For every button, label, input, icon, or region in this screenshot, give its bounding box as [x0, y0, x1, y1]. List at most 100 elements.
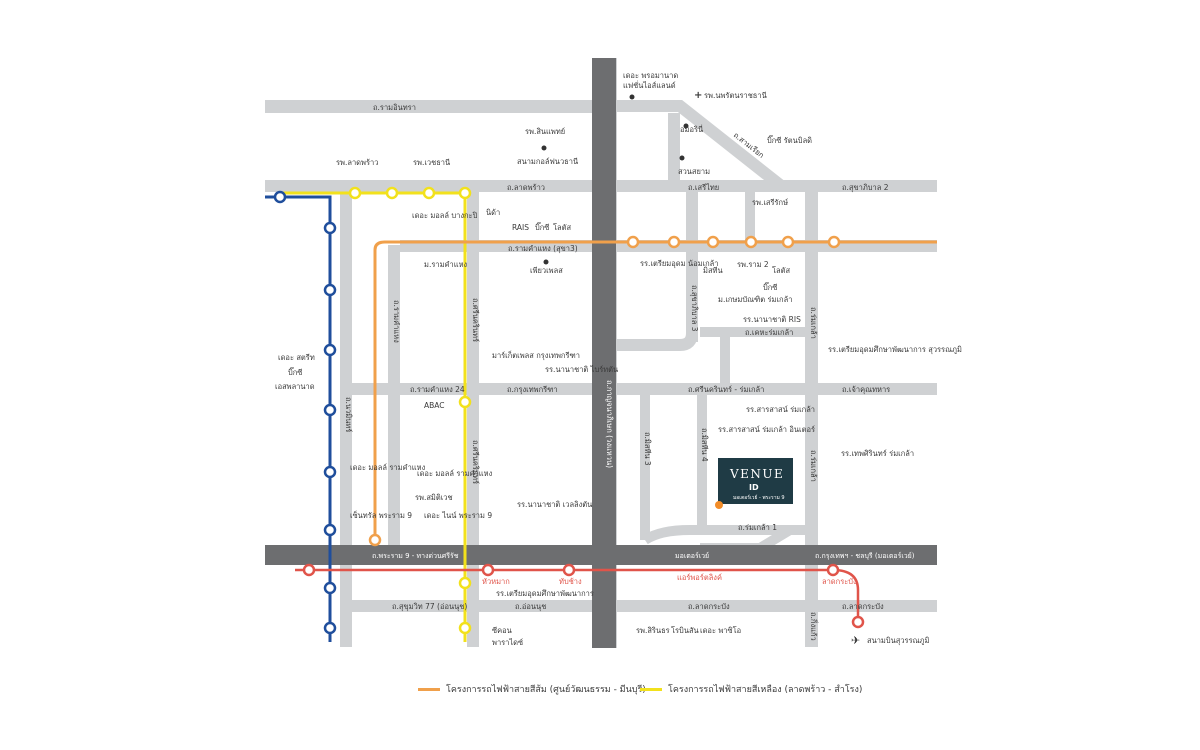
places: เดอะ พรอมานาด แฟชั่นไอส์แลนด์ รพ.นพรัตนร… [275, 71, 962, 647]
expressway-rama9 [265, 545, 937, 565]
venue-logo: ID [749, 483, 759, 492]
road-label-romklao-v2: ถ.ร่มเกล้า [809, 450, 818, 482]
place-rais: RAIS [512, 223, 529, 232]
plus-icon: + [694, 90, 702, 101]
place-seacon: ซีคอน [492, 626, 512, 635]
place-fashion-palace: เพียวเพลส [530, 266, 563, 275]
legend-yellow-swatch [640, 687, 662, 691]
place-sinphaet: รพ.สินแพทย์ [525, 127, 565, 136]
road-label-kehromklao: ถ.เคหะร่มเกล้า [745, 328, 793, 337]
place-dot [683, 123, 689, 129]
legend-yellow-label: โครงการรถไฟฟ้าสายสีเหลือง (ลาดพร้าว - สำ… [668, 685, 863, 695]
place-bigc: บิ๊กซี รัตนบิลดิ [767, 135, 812, 145]
place-vejthani: รพ.เวชธานี [413, 158, 450, 167]
legend-orange-label: โครงการรถไฟฟ้าสายสีส้ม (ศูนย์วัฒนธรรม - … [446, 685, 646, 695]
venue-box [718, 458, 793, 504]
road-label-onnut: ถ.อ่อนนุช [515, 602, 546, 611]
place-huamark: หัวหมาก [482, 577, 510, 586]
road-label-srinakarin-romklao: ถ.ศรีนครินทร์ - ร่มเกล้า [688, 385, 764, 394]
station [323, 523, 337, 537]
station [826, 563, 840, 577]
station [323, 343, 337, 357]
place-nanachat-ris: รร.นานาชาติ RIS [743, 315, 801, 324]
road-small-v [720, 330, 730, 390]
road-label-mistine4: ถ.มิสทีน 4 [700, 428, 709, 462]
road-curve-ramintra [615, 100, 784, 190]
place-the-mall-ram2: เดอะ มอลล์ รามคำแหง [417, 469, 493, 478]
place-triamudom-pattanakarn: รร.เตรียมอุดมศึกษาพัฒนาการ [496, 589, 594, 598]
station [323, 403, 337, 417]
place-fashion-island: แฟชั่นไอส์แลนด์ [623, 80, 676, 90]
road-soi-romklao [745, 190, 755, 245]
station [348, 186, 362, 200]
place-dot [679, 155, 685, 161]
place-sarasas-romklao: รร.สารสาสน์ ร่มเกล้า [746, 405, 815, 414]
road-label-sukhumvit77: ถ.สุขุมวิท 77 (อ่อนนุช) [392, 602, 467, 611]
place-bigc2: บิ๊กซี [535, 222, 550, 232]
road-label-krungthepkreetha: ถ.กรุงเทพกรีฑา [507, 385, 558, 394]
place-abac: ABAC [424, 401, 445, 410]
road-label-romklao-v: ถ.ร่มเกล้า [809, 307, 818, 339]
orange-line [373, 240, 937, 540]
station [458, 395, 472, 409]
road-label-latkrabang2: ถ.ลาดกระบัง [842, 602, 884, 611]
place-the-mall-bangkapi: เดอะ มอลล์ บางกะปิ [412, 211, 478, 220]
place-thap-chang: ทับช้าง [559, 577, 582, 586]
station [273, 190, 287, 204]
place-mistine: มิสทีน [703, 266, 723, 275]
place-thepsirin: รร.เทพศิรินทร์ ร่มเกล้า [841, 449, 914, 458]
place-ladprao-hosp: รพ.ลาดพร้าว [336, 158, 378, 167]
road-label-srinakarin-v: ถ.ศรีนครินทร์ [471, 298, 480, 342]
road-sukhaphiban3 [686, 192, 698, 342]
road-romklao-v [805, 192, 818, 647]
place-lotus: โลตัส [772, 266, 790, 275]
place-wellington: รร.นานาชาติ เวลลิงตัน [517, 500, 592, 509]
road-label-ramintra: ถ.รามอินทรา [373, 103, 416, 112]
place-robinson: โรบินสัน [671, 626, 699, 635]
station [323, 283, 337, 297]
place-nopparat: รพ.นพรัตนราชธานี [704, 91, 767, 100]
place-dot [541, 145, 547, 151]
road-label-kingkaew: ถ.กิ่งแก้ว [809, 612, 819, 641]
place-amorini: อมอรินี่ [680, 124, 703, 134]
road-mistine4 [697, 390, 707, 530]
place-the-mall-ram: เดอะ มอลล์ รามคำแหง [350, 463, 426, 472]
station [667, 235, 681, 249]
station [851, 615, 865, 629]
road-label-romklao1: ถ.ร่มเกล้า 1 [738, 523, 777, 532]
place-suansiam: สวนสยาม [678, 167, 710, 176]
station [323, 221, 337, 235]
place-bigc4: บิ๊กซี [288, 367, 303, 377]
road-kehromklao [700, 327, 810, 337]
road-onnut [340, 600, 937, 612]
road-curve-sukhaphiban3 [617, 332, 698, 351]
road-label-rama9: ถ.พระราม 9 - ทางด่วนศรีรัช [372, 552, 459, 560]
place-airport-link: แอร์พอร์ตลิงค์ [677, 573, 722, 582]
road-label-serithai: ถ.เสรีไทย [688, 183, 719, 192]
place-sirinthorn: รพ.สิรินธร [636, 626, 670, 635]
road-label-motorway: มอเตอร์เวย์ [675, 552, 709, 560]
station [458, 186, 472, 200]
place-market-place: มาร์เก็ตเพลส กรุงเทพกรีฑา [492, 350, 580, 360]
station [744, 235, 758, 249]
road-ramintra [265, 100, 615, 113]
road-label-srinakarin-v2: ถ.ศรีนครินทร์ [471, 440, 480, 484]
place-bigc3: บิ๊กซี [763, 282, 778, 292]
place-nanachat-concordian: รร.นานาชาติ ไบร์ทตัน [545, 365, 618, 374]
station [302, 563, 316, 577]
road-label-sukhaphiban3: ถ.สุขาภิบาล 3 [690, 285, 699, 332]
venue-title: VENUE [729, 467, 784, 481]
road-label-serithai-left: ถ.นวมินทร์ [344, 397, 353, 432]
road-label-ramkham-v: ถ.รามคำแหง [392, 300, 401, 343]
road-kanchanaphisek-left [340, 192, 352, 647]
station [481, 563, 495, 577]
place-the-promenade: เดอะ พรอมานาด [623, 71, 678, 80]
road-srinakarin [467, 192, 479, 647]
station [323, 621, 337, 635]
place-central-rama9: เซ็นทรัล พระราม 9 [350, 510, 412, 520]
station [706, 235, 720, 249]
road-ramkhamhaeng24 [340, 383, 937, 395]
station [626, 235, 640, 249]
airplane-icon: ✈ [851, 634, 860, 647]
